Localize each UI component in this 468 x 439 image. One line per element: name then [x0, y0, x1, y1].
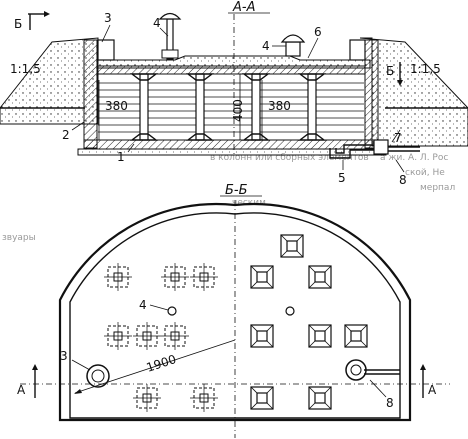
- slope-right-label: 1:1,5: [410, 62, 441, 76]
- callout-4-aa-left: 4: [153, 16, 161, 30]
- column-3: [251, 73, 261, 141]
- column-4: [307, 73, 317, 141]
- column-plan-l1: [104, 263, 132, 291]
- column-plan-r5: [250, 386, 274, 410]
- column-plan-l7: [190, 263, 218, 291]
- cut-mark-a-left: А: [17, 383, 26, 397]
- floor-slab: [83, 139, 379, 150]
- depth-right-label: 380: [268, 99, 291, 113]
- slope-left-label: 1:1,5: [10, 62, 41, 76]
- roof-slab: [96, 65, 366, 75]
- column-plan-l5: [133, 384, 161, 412]
- callout-8-bb: 8: [386, 396, 394, 410]
- column-plan-l6: [190, 384, 218, 412]
- section-aa-title: А-А: [232, 0, 255, 15]
- sump-plan-right-inner: [350, 364, 362, 376]
- bleed-line-2: а жи. А. Л. Рос: [380, 153, 448, 163]
- callouts-aa: 3 4 4 6 1 2 7 8 5: [62, 11, 407, 187]
- column-plan-r7: [280, 234, 304, 258]
- callout-1-aa: 1: [117, 150, 125, 164]
- column-plan-r6: [308, 386, 332, 410]
- left-embankment: [0, 37, 99, 125]
- column-2: [195, 73, 205, 141]
- section-aa: А-А: [0, 0, 468, 187]
- bleed-through-text: в колонн или сборных элементов а жи. А. …: [2, 153, 455, 243]
- callout-7-aa: 8: [399, 173, 407, 187]
- callout-6-aa: 7: [394, 131, 402, 145]
- column-plan-l2: [161, 263, 189, 291]
- right-wall: [364, 39, 379, 149]
- cut-mark-a-left-arrow: [32, 364, 38, 370]
- column-plan-r2: [308, 265, 332, 289]
- vent-plan-2: [285, 306, 295, 316]
- columns: [129, 73, 327, 141]
- callout-3-bb: 3: [60, 349, 68, 363]
- vent-plan-1: [167, 306, 177, 316]
- callout-5-aa: 6: [314, 25, 322, 39]
- column-plan-r4: [308, 324, 332, 348]
- column-plan-r3: [250, 324, 274, 348]
- manhole-right: [349, 39, 366, 61]
- vent-pipe-left: [158, 12, 182, 60]
- section-bb: Б-Б: [17, 183, 450, 438]
- callout-2-aa: 2: [62, 128, 70, 142]
- cut-mark-b-left-label: Б: [14, 17, 22, 31]
- outlet-plan-pipe: [364, 369, 400, 375]
- bleed-line-3: ской, Не: [405, 168, 445, 178]
- callout-4-aa-right: 4: [262, 39, 270, 53]
- column-plan-r1: [250, 265, 274, 289]
- right-embankment: [359, 37, 468, 147]
- sump-plan-right: [345, 359, 367, 381]
- bleed-line-1: в колонн или сборных элементов: [210, 153, 369, 163]
- column-plan-l8: [133, 322, 161, 350]
- callout-3-bb-leader: [71, 359, 91, 371]
- column-plan-r8: [344, 324, 368, 348]
- callout-4-bb-leader: [149, 304, 169, 311]
- callout-8-bb-leader: [369, 379, 387, 398]
- callout-3-aa: 3: [104, 11, 112, 25]
- manhole-plan-left-inner: [91, 369, 105, 383]
- bleed-line-6: звуары: [2, 233, 36, 243]
- vent-pipe-right: [280, 34, 306, 57]
- callout-8-aa: 5: [338, 171, 346, 185]
- section-bb-title: Б-Б: [225, 183, 248, 198]
- columns-plan-right: [250, 234, 368, 410]
- radius-label: 1900: [145, 352, 178, 375]
- callout-4-bb: 4: [139, 298, 147, 312]
- cut-mark-b-right-label: Б: [386, 64, 394, 78]
- bleed-line-4: мерпал: [420, 183, 455, 193]
- cut-mark-a-right: А: [428, 383, 437, 397]
- column-plan-l3: [104, 322, 132, 350]
- columns-plan-left: [104, 263, 218, 412]
- column-plan-l4: [161, 322, 189, 350]
- outlet-pipe: [329, 139, 420, 159]
- manhole-plan-left: [86, 364, 110, 388]
- radius-arrow: [74, 389, 82, 394]
- cut-mark-a-right-arrow: [420, 364, 426, 370]
- left-wall: [83, 39, 98, 149]
- column-height-label: 400: [231, 99, 245, 122]
- depth-left-label: 380: [105, 99, 128, 113]
- column-1: [139, 73, 149, 141]
- manhole-left: [97, 39, 115, 61]
